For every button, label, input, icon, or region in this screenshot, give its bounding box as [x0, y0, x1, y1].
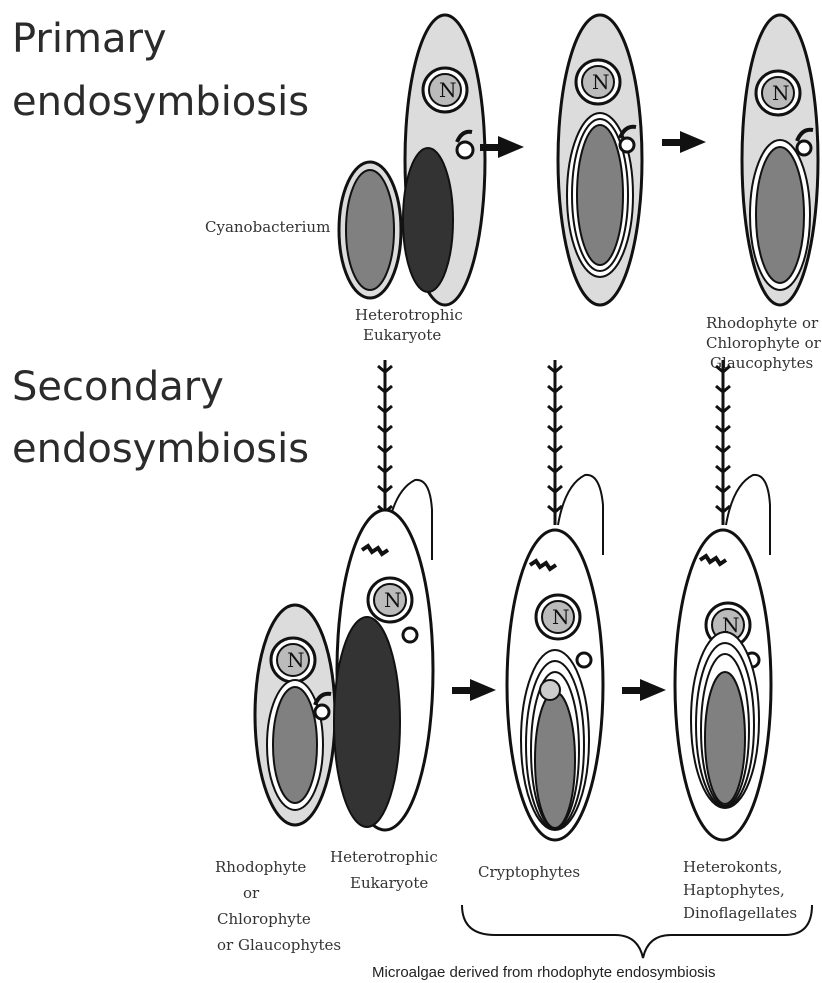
nucleus-letter: N [439, 78, 457, 102]
label-heterotrophic-bottom-2: Eukaryote [350, 874, 428, 892]
nucleus-letter: N [384, 588, 402, 612]
label-rhodo-top-1: Rhodophyte or [706, 314, 819, 332]
label-heterokonts-1: Heterokonts, [683, 858, 782, 876]
primary-algal-cell: N [742, 15, 818, 305]
arrow-secondary-1 [452, 679, 496, 701]
heading-secondary-line1: Secondary [12, 364, 224, 410]
label-rhodo-bottom-2: or [243, 884, 260, 902]
label-heterotrophic-top-1: Heterotrophic [355, 306, 463, 324]
label-heterotrophic-top-2: Eukaryote [363, 326, 441, 344]
arrow-primary-2 [662, 131, 706, 153]
heterotrophic-eukaryote-secondary: N [334, 360, 433, 830]
heterotrophic-eukaryote-primary: N [403, 15, 485, 305]
caption-microalgae: Microalgae derived from rhodophyte endos… [372, 964, 716, 981]
label-rhodo-bottom-3: Chlorophyte [217, 910, 311, 928]
label-rhodo-bottom-1: Rhodophyte [215, 858, 306, 876]
nucleus-letter: N [552, 605, 570, 629]
nucleus-letter: N [287, 648, 305, 672]
label-heterokonts-3: Dinoflagellates [683, 904, 797, 922]
heterokont-cell: N [675, 360, 771, 840]
nucleus-letter: N [772, 81, 790, 105]
label-rhodo-bottom-4: or Glaucophytes [217, 936, 341, 954]
secondary-algal-endosymbiont: N [255, 605, 335, 825]
arrow-secondary-2 [622, 679, 666, 701]
label-heterokonts-2: Haptophytes, [683, 881, 785, 899]
cryptophyte-cell: N [507, 360, 603, 840]
primary-intermediate-cell: N [558, 15, 642, 305]
nucleus-letter: N [592, 70, 610, 94]
label-heterotrophic-bottom-1: Heterotrophic [330, 848, 438, 866]
label-cyanobacterium: Cyanobacterium [205, 218, 330, 236]
heading-primary-line2: endosymbiosis [12, 79, 309, 125]
cyanobacterium-cell [339, 162, 401, 298]
label-rhodo-top-2: Chlorophyte or [706, 334, 822, 352]
heading-secondary-line2: endosymbiosis [12, 426, 309, 472]
arrow-primary-1 [480, 136, 524, 158]
label-cryptophytes: Cryptophytes [478, 863, 580, 881]
heading-primary-line1: Primary [12, 16, 167, 62]
